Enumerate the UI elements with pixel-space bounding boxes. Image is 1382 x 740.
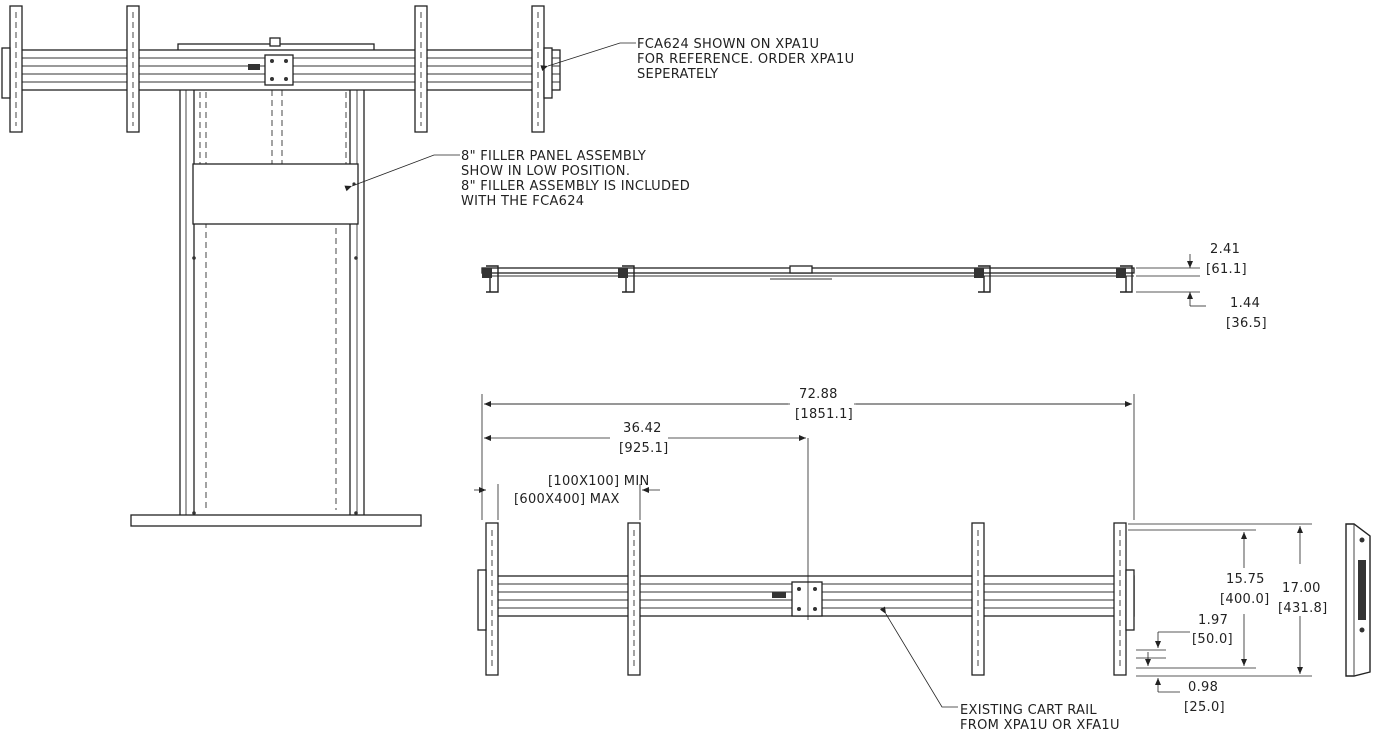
dim-overall-height-mm: [431.8] — [1278, 601, 1327, 616]
front-view-cart — [1, 5, 561, 527]
front-brackets — [1, 5, 553, 133]
note-filler-line1: 8" FILLER PANEL ASSEMBLY — [461, 149, 646, 164]
dim-bottom-offset-in: 0.98 — [1188, 680, 1218, 695]
note-rail-line1: EXISTING CART RAIL — [960, 703, 1097, 718]
dim-overall-height-in: 17.00 — [1282, 581, 1321, 596]
dim-overall-width-in: 72.88 — [799, 387, 838, 402]
rail-front-view — [477, 522, 1135, 676]
note-filler-line3: 8" FILLER ASSEMBLY IS INCLUDED — [461, 179, 690, 194]
dim-half-width-mm: [925.1] — [619, 441, 668, 456]
top-view-rail — [481, 265, 1135, 293]
cart-base — [130, 514, 422, 527]
dim-bottom-offset-mm: [25.0] — [1184, 700, 1225, 715]
dim-top-thickness-mm: [61.1] — [1206, 262, 1247, 277]
dim-rail-span-in: 15.75 — [1226, 572, 1265, 587]
note-filler-line4: WITH THE FCA624 — [461, 194, 584, 209]
side-view-bracket — [1345, 523, 1371, 677]
note-filler-line2: SHOW IN LOW POSITION. — [461, 164, 630, 179]
dim-vesa-min: [100X100] MIN — [548, 474, 649, 489]
dim-top-offset-in: 1.44 — [1230, 296, 1260, 311]
dim-top-offset-mm: [36.5] — [1226, 316, 1267, 331]
dim-rail-span-mm: [400.0] — [1220, 592, 1269, 607]
dim-half-width-in: 36.42 — [623, 421, 662, 436]
dim-rail-gap-mm: [50.0] — [1192, 632, 1233, 647]
note-fca624-line1: FCA624 SHOWN ON XPA1U — [637, 37, 819, 52]
note-fca624-line2: FOR REFERENCE. ORDER XPA1U — [637, 52, 854, 67]
filler-panel — [192, 163, 359, 225]
note-fca624-line3: SEPERATELY — [637, 67, 719, 82]
dim-top-thickness-in: 2.41 — [1210, 242, 1240, 257]
note-rail-line2: FROM XPA1U OR XFA1U — [960, 718, 1120, 733]
dim-rail-gap-in: 1.97 — [1198, 613, 1228, 628]
dim-vesa-max: [600X400] MAX — [514, 492, 620, 507]
dim-overall-width-mm: [1851.1] — [795, 407, 853, 422]
